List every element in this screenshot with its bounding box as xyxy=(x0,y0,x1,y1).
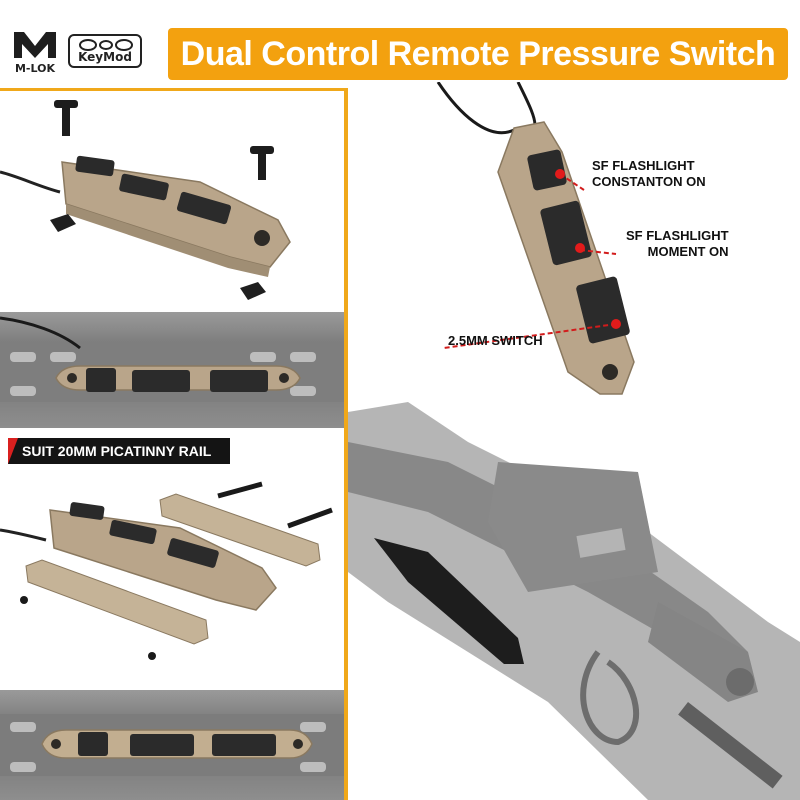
callout-moment-on: SF FLASHLIGHT MOMENT ON xyxy=(626,228,729,260)
mlok-logo-text: M-LOK xyxy=(14,62,55,75)
callout-constant-on-line2: CONSTANTON ON xyxy=(592,174,706,189)
callout-switch-size: 2.5MM SWITCH xyxy=(448,333,543,349)
picatinny-adapter-photo xyxy=(0,470,344,680)
picatinny-rail-photo xyxy=(0,690,344,800)
mounted-rifle-photo xyxy=(348,402,800,800)
switch-callout-photo xyxy=(348,82,800,402)
switch-with-screws-photo xyxy=(0,92,344,302)
mlok-rail-photo xyxy=(0,312,344,428)
keymod-logo-text: KeyMod xyxy=(78,50,132,64)
title-banner: Dual Control Remote Pressure Switch xyxy=(168,28,788,80)
callout-switch-size-line1: 2.5MM SWITCH xyxy=(448,333,543,348)
vertical-divider xyxy=(344,90,348,800)
page-title: Dual Control Remote Pressure Switch xyxy=(180,34,776,73)
keymod-logo: KeyMod xyxy=(68,34,142,68)
callout-moment-on-line1: SF FLASHLIGHT xyxy=(626,228,729,243)
mlok-logo: M-LOK xyxy=(8,28,62,76)
callout-constant-on-line1: SF FLASHLIGHT xyxy=(592,158,695,173)
picatinny-rail-label: SUIT 20MM PICATINNY RAIL xyxy=(8,438,230,464)
callout-constant-on: SF FLASHLIGHT CONSTANTON ON xyxy=(592,158,706,190)
callout-moment-on-line2: MOMENT ON xyxy=(647,244,729,259)
horizontal-divider-top xyxy=(0,88,348,91)
